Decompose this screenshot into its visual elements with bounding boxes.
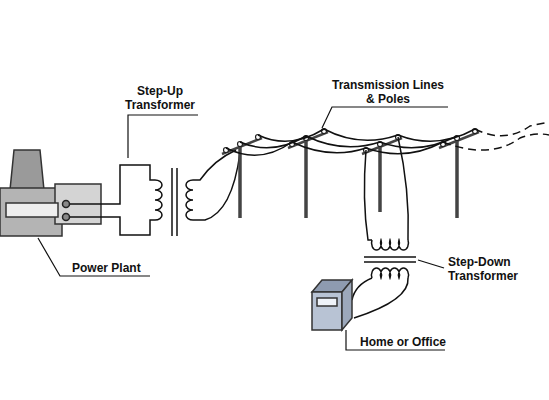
transmission-wires: [226, 129, 475, 155]
callout-label: Transmission Lines & Poles: [326, 78, 450, 106]
crossarms: [222, 132, 479, 154]
plant-window: [6, 203, 58, 217]
drop-wire: [364, 150, 372, 240]
house-front: [312, 292, 342, 330]
insulators: [224, 129, 478, 153]
callout-label: Step-Up Transformer: [118, 84, 202, 112]
plant-stack: [10, 150, 44, 190]
plant-terminal: [63, 214, 70, 221]
house-side: [342, 280, 352, 330]
house-window: [317, 298, 337, 306]
plant-terminal: [63, 201, 70, 208]
primary-wire: [70, 165, 155, 204]
transformer-core: [364, 256, 416, 258]
transformer-core: [176, 168, 178, 236]
secondary-wire: [193, 153, 240, 220]
leader-lines: [38, 107, 448, 350]
secondary-coil: [372, 268, 409, 278]
secondary-wire: [193, 150, 236, 180]
callout-label: Power Plant: [72, 261, 141, 275]
wire-continuation: [475, 122, 549, 136]
drop-wire: [398, 137, 408, 240]
transformer-core: [364, 261, 416, 263]
callout-label: Step-Down Transformer: [448, 255, 532, 283]
primary-coil: [155, 180, 162, 220]
primary-wire: [70, 217, 155, 235]
service-wire: [354, 278, 408, 318]
wire-continuation: [443, 134, 549, 150]
service-wire: [352, 278, 372, 300]
plant-building: [0, 188, 62, 236]
primary-coil: [372, 240, 409, 250]
callout-label: Home or Office: [360, 335, 446, 349]
transformer-core: [171, 168, 173, 236]
secondary-coil: [186, 180, 193, 220]
